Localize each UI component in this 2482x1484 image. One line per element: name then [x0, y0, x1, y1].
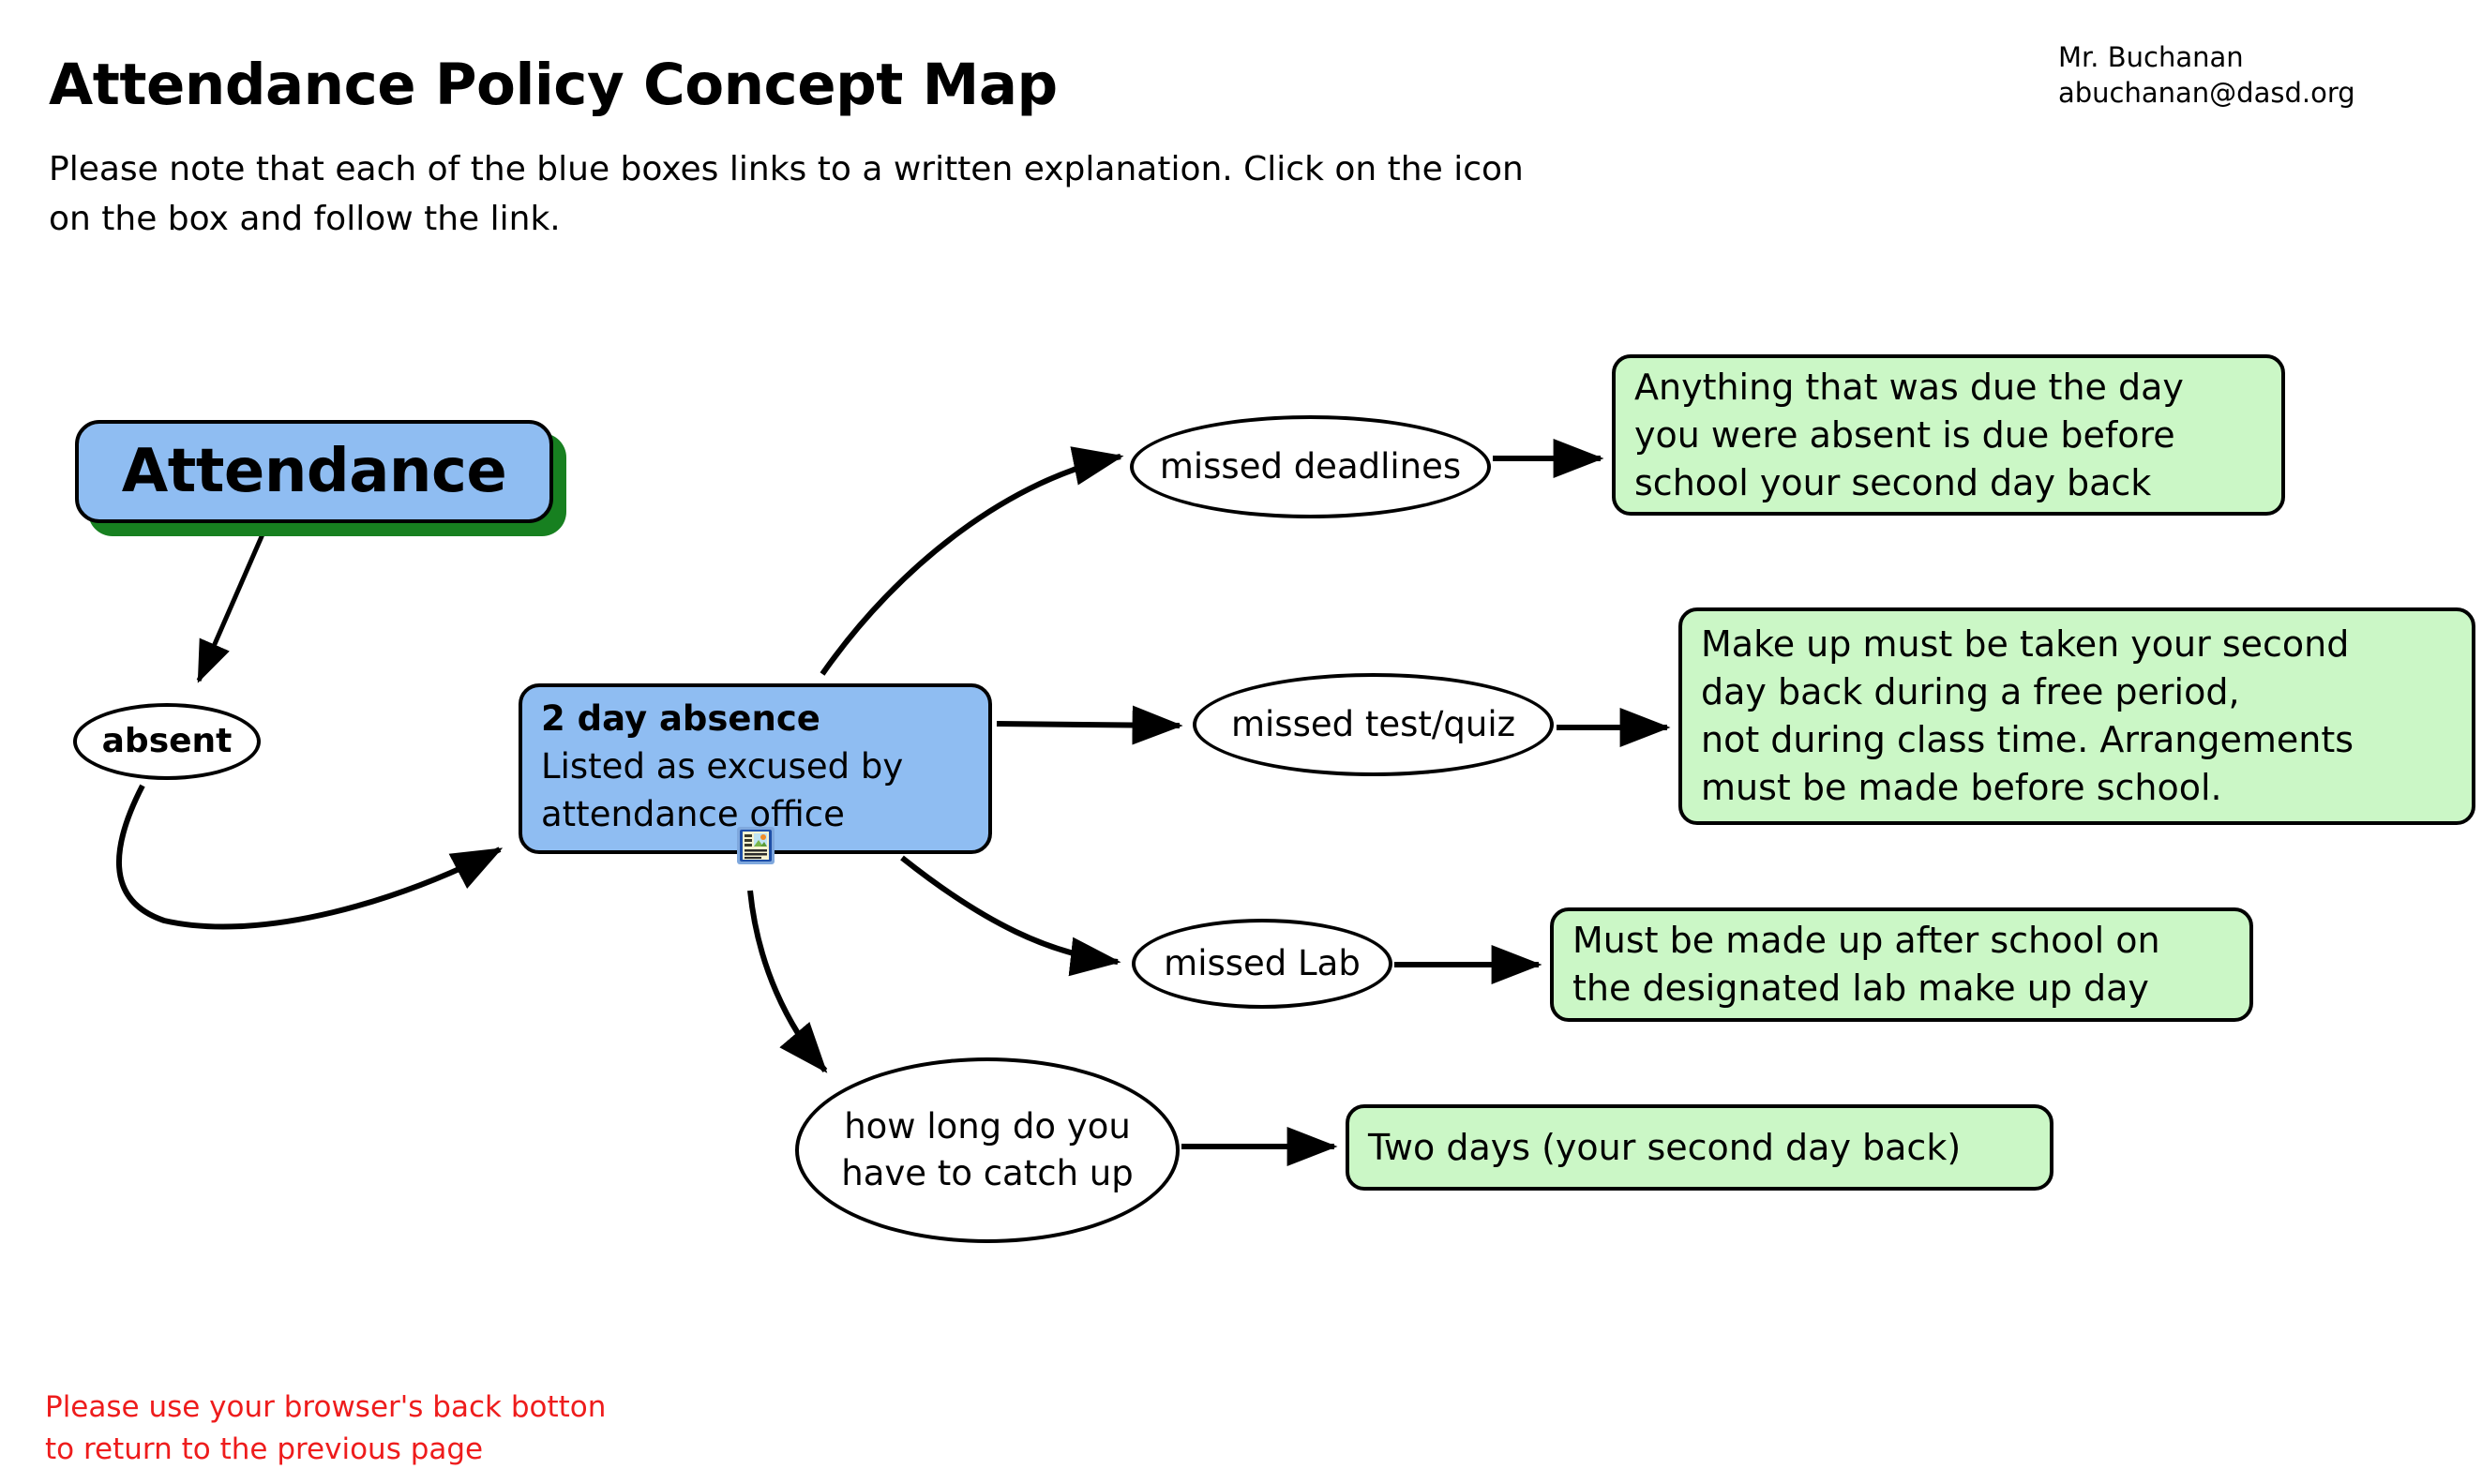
node-green-catch-up-text: Two days (your second day back) [1368, 1126, 1962, 1168]
node-green-test-quiz-text: Make up must be taken your second day ba… [1701, 623, 2354, 808]
node-attendance-label: Attendance [121, 437, 507, 506]
contact-email: abuchanan@dasd.org [2058, 77, 2355, 109]
node-green-test-quiz: Make up must be taken your second day ba… [1678, 607, 2475, 825]
node-missed-deadlines[interactable]: missed deadlines [1130, 415, 1491, 518]
node-missed-test-quiz[interactable]: missed test/quiz [1193, 673, 1554, 776]
edge-2day-to-missed-deadlines [820, 446, 1124, 676]
node-attendance[interactable]: Attendance [75, 420, 553, 523]
node-green-deadlines: Anything that was due the day you were a… [1612, 354, 2285, 516]
node-green-deadlines-text: Anything that was due the day you were a… [1634, 366, 2184, 503]
node-green-lab-text: Must be made up after school on the desi… [1572, 920, 2160, 1009]
node-missed-lab[interactable]: missed Lab [1132, 919, 1392, 1009]
edge-attendance-to-absent [196, 533, 265, 683]
node-missed-test-quiz-label: missed test/quiz [1230, 704, 1516, 744]
node-missed-lab-label: missed Lab [1164, 943, 1361, 983]
node-missed-deadlines-label: missed deadlines [1159, 446, 1462, 487]
footer-back-button-note: Please use your browser's back botton to… [45, 1390, 607, 1466]
page-title: Attendance Policy Concept Map [49, 51, 1058, 118]
edge-2day-to-missed-lab [900, 855, 1121, 977]
node-how-long-catch-up-label: how long do you have to catch up [841, 1106, 1134, 1193]
document-image-link-icon[interactable] [736, 826, 775, 865]
node-green-lab: Must be made up after school on the desi… [1550, 907, 2253, 1022]
node-absent-label: absent [101, 722, 233, 760]
intro-note: Please note that each of the blue boxes … [49, 150, 1524, 238]
contact-block: Mr. Buchanan abuchanan@dasd.org [2058, 39, 2461, 111]
edge-2day-to-catchup [747, 890, 828, 1073]
contact-name: Mr. Buchanan [2058, 41, 2244, 73]
node-2-day-absence-title: 2 day absence [541, 698, 820, 739]
edge-absent-to-2day [115, 784, 504, 930]
node-2-day-absence[interactable]: 2 day absence Listed as excused by atten… [519, 683, 992, 864]
node-2-day-absence-subtitle: Listed as excused by attendance office [541, 746, 904, 834]
node-green-catch-up: Two days (your second day back) [1346, 1104, 2053, 1191]
node-how-long-catch-up[interactable]: how long do you have to catch up [795, 1057, 1180, 1243]
edge-2day-to-missed-test [996, 705, 1183, 745]
node-absent[interactable]: absent [73, 703, 261, 780]
